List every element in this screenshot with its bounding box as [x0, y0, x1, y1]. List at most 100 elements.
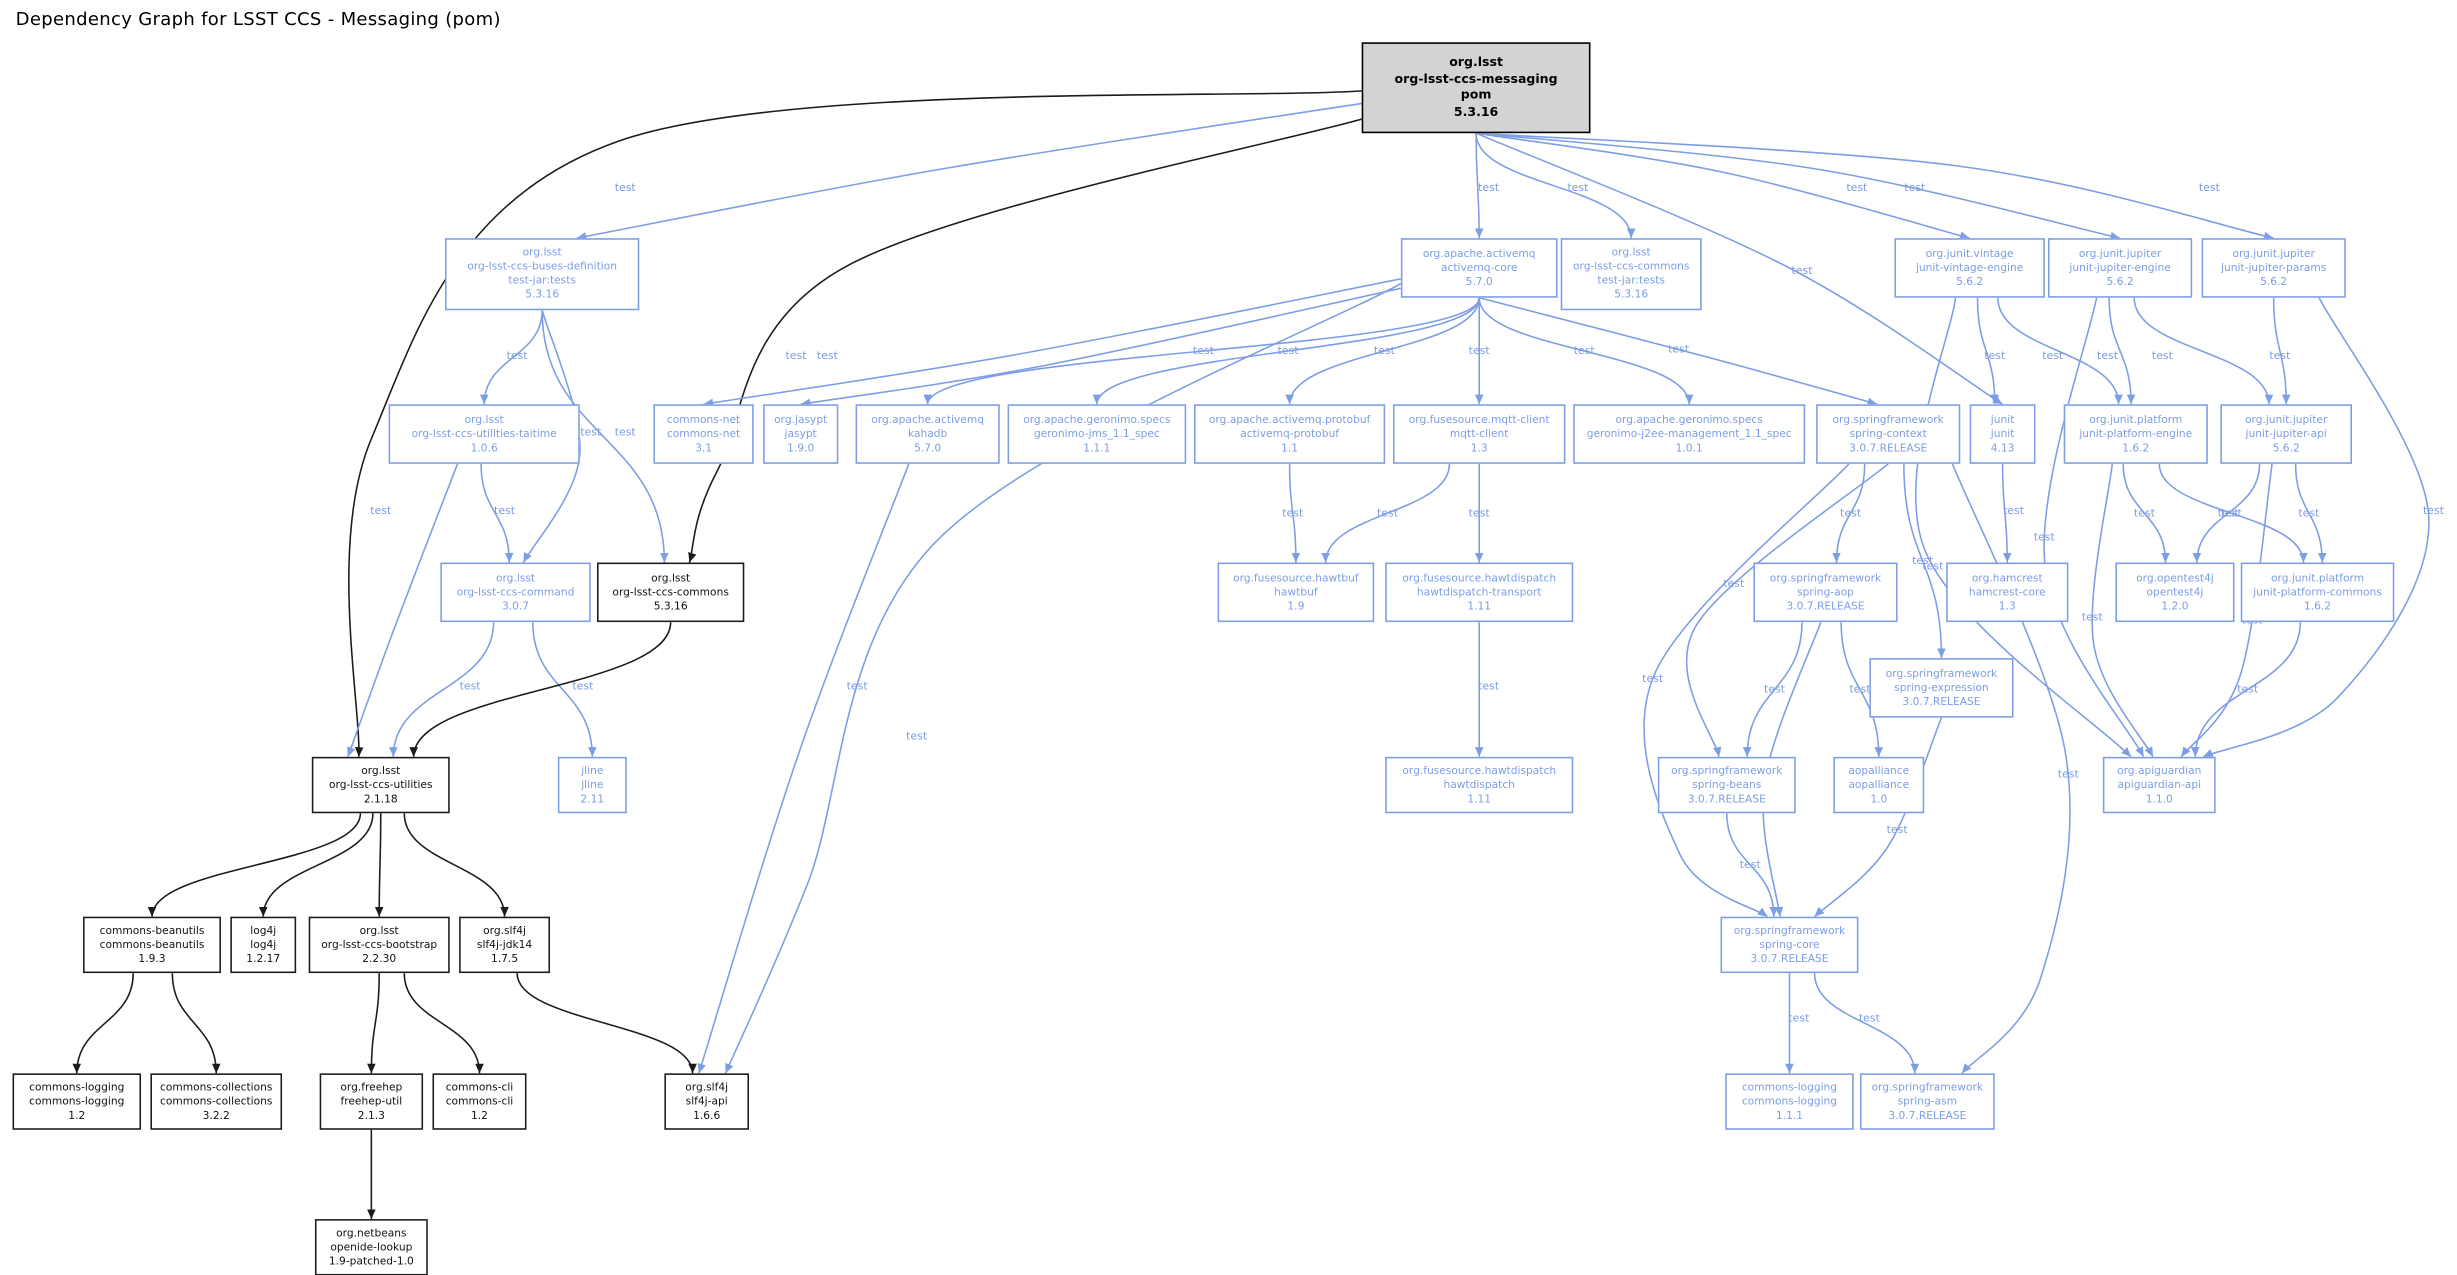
edge-scope-label: test [1478, 679, 1500, 692]
node-label: commons-collections [160, 1080, 273, 1093]
edge-scope-label: test [2003, 504, 2025, 517]
edge-jupiter-engine--apiguardian [2043, 297, 2145, 758]
node-label: 1.0.6 [470, 441, 498, 454]
edge-spring-context--spring-core [1643, 463, 1850, 918]
node-label: commons-logging [1741, 1080, 1838, 1093]
node-label: org.fusesource.hawtbuf [1233, 571, 1359, 584]
node-label: 1.9-patched-1.0 [328, 1254, 414, 1267]
edge-scope-label: test [2082, 611, 2104, 624]
edge-scope-label: test [1764, 683, 1786, 696]
edge-messaging--utilities [348, 90, 1362, 757]
node-label: 1.1 [1281, 441, 1299, 454]
edge-activemq-core--protobuf [1285, 297, 1480, 405]
edge-scope-label: test [1984, 349, 2006, 362]
edge-scope-label: test [370, 504, 392, 517]
edge-messaging--activemq-core [1474, 133, 1484, 239]
edge-platform-engine--platform-commons [2158, 463, 2308, 563]
node-label: 3.0.7.RELEASE [1786, 599, 1865, 612]
edge-platform-engine--opentest4j [2122, 463, 2170, 563]
node-label: org.freehep [340, 1080, 403, 1093]
node-label: 5.3.16 [1614, 288, 1649, 301]
edge-scope-label: test [615, 426, 637, 439]
node-label: org.springframework [1871, 1080, 1984, 1093]
node-label: junit-platform-engine [2079, 426, 2193, 440]
edge-activemq-core--geronimo-jms [1092, 297, 1480, 405]
edge-scope-label: test [2152, 349, 2174, 362]
node-label: commons-beanutils [99, 923, 205, 937]
node-label: mqtt-client [1449, 426, 1509, 440]
node-label: 1.11 [1467, 792, 1492, 805]
edge-scope-label: test [1859, 1012, 1881, 1025]
node-label: org.springframework [1671, 763, 1783, 777]
edge-activemq-core--slf4j-api [724, 282, 1402, 1074]
edge-taitime--utilities [347, 463, 459, 758]
edge-spring-context--spring-aop [1832, 463, 1866, 563]
node-label: 3.0.7.RELEASE [1902, 694, 1981, 708]
node-label: 1.2.0 [2161, 599, 2189, 612]
node-label: kahadb [907, 426, 948, 440]
node-label: org.lsst [361, 763, 401, 777]
edge-scope-label: test [572, 679, 594, 692]
node-label: 1.2.17 [246, 951, 281, 965]
node-label: org.junit.vintage [1925, 246, 2014, 260]
node-label: spring-core [1759, 937, 1820, 951]
node-label: freehep-util [340, 1094, 403, 1108]
edge-messaging--commons-tests [1475, 133, 1636, 239]
edge-messaging--jupiter-engine [1475, 132, 2121, 241]
edge-scope-label: test [1278, 344, 1300, 357]
node-label: spring-beans [1692, 777, 1762, 791]
node-label: 3.0.7 [501, 599, 530, 612]
edge-scope-label: test [2042, 349, 2064, 362]
node-label: org-lsst-ccs-utilities-taitime [411, 426, 557, 440]
edge-vintage--platform-engine [1997, 297, 2123, 405]
node-label: commons-logging [29, 1094, 125, 1108]
node-label: org-lsst-ccs-messaging [1394, 71, 1558, 86]
node-label: commons-net [666, 412, 741, 426]
node-label: test-jar:tests [508, 274, 576, 287]
edge-jupiter-engine--platform-engine [2108, 297, 2136, 405]
node-label: 5.3.16 [1453, 104, 1499, 119]
node-label: org.springframework [1733, 923, 1846, 937]
edge-buses-tests--taitime [479, 310, 543, 405]
node-label: org.springframework [1769, 571, 1882, 584]
edge-utilities--beanutils [147, 813, 362, 917]
node-label: 5.3.16 [653, 599, 688, 612]
edge-messaging--junit [1475, 132, 2003, 405]
edge-scope-label: test [507, 349, 529, 362]
node-label: org-lsst-ccs-bootstrap [321, 937, 438, 951]
node-label: org.lsst [522, 246, 562, 259]
node-label: org.lsst [359, 923, 399, 937]
edge-scope-label: test [1791, 264, 1813, 277]
node-label: 1.1.1 [1083, 441, 1111, 454]
node-label: org.jasypt [774, 412, 828, 426]
node-label: org.hamcrest [1971, 571, 2043, 584]
edge-scope-label: test [1849, 683, 1871, 696]
edge-scope-label: test [817, 349, 839, 362]
node-label: jline [581, 763, 604, 777]
node-label: openide-lookup [330, 1240, 413, 1253]
node-label: slf4j-api [685, 1094, 728, 1108]
node-label: org.fusesource.hawtdispatch [1402, 763, 1557, 777]
edge-scope-label: test [2218, 506, 2240, 519]
edge-vintage--apiguardian [1915, 297, 2132, 758]
edge-bootstrap--freehep [367, 973, 380, 1074]
edge-scope-label: test [1469, 344, 1491, 357]
